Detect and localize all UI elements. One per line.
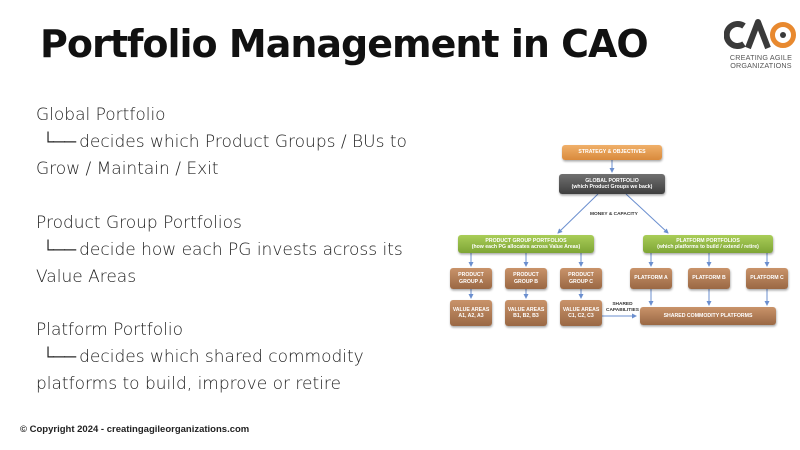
arrow-global-platform <box>625 193 669 234</box>
bullet-detail-text: decides which shared commodity <box>79 347 364 367</box>
box-label: PRODUCT <box>513 272 539 279</box>
logo-tagline-line: CREATING AGILE <box>729 53 793 62</box>
tree-connector: └── <box>42 240 76 260</box>
bullet-platform-portfolio: Platform Portfolio └──decides which shar… <box>36 317 364 398</box>
box-sublabel: C1, C2, C3 <box>568 313 594 319</box>
bullet-detail: └──decides which shared commodity <box>36 344 364 371</box>
platform-a-box: PLATFORM A <box>630 268 672 289</box>
cao-logo-mark-icon <box>724 19 796 50</box>
shared-capabilities-label: SHARED CAPABILITIES <box>606 302 639 313</box>
arrow-global-pg <box>557 193 599 234</box>
box-sublabel: A1, A2, A3 <box>458 313 484 319</box>
box-label: GROUP B <box>513 278 539 285</box>
product-group-b-box: PRODUCT GROUP B <box>505 268 547 289</box>
logo-tagline-line: ORGANIZATIONS <box>730 61 792 70</box>
box-sublabel: (which Product Groups we back) <box>571 184 653 190</box>
box-label: PLATFORM A <box>634 275 668 282</box>
box-label: PLATFORM B <box>692 275 726 282</box>
box-label: GROUP C <box>568 278 594 285</box>
global-portfolio-box: GLOBAL PORTFOLIO (which Product Groups w… <box>559 174 665 194</box>
product-group-portfolios-box: PRODUCT GROUP PORTFOLIOS (how each PG al… <box>458 235 594 253</box>
box-sublabel: B1, B2, B3 <box>513 313 539 319</box>
platform-portfolios-box: PLATFORM PORTFOLIOS (which platforms to … <box>643 235 773 253</box>
box-label: VALUE AREAS <box>452 306 490 313</box>
box-label: PRODUCT <box>458 272 484 279</box>
box-sublabel: (how each PG allocates across Value Area… <box>471 244 581 250</box>
box-label: VALUE AREAS <box>562 306 600 313</box>
value-areas-b-box: VALUE AREAS B1, B2, B3 <box>505 300 547 326</box>
value-areas-c-box: VALUE AREAS C1, C2, C3 <box>560 300 602 326</box>
bullet-detail: └──decide how each PG invests across its <box>36 237 403 264</box>
strategy-objectives-box: STRATEGY & OBJECTIVES <box>562 145 662 160</box>
bullet-global-portfolio: Global Portfolio └──decides which Produc… <box>36 102 407 183</box>
bullet-heading: Product Group Portfolios <box>36 213 242 233</box>
tree-connector: └── <box>42 132 76 152</box>
bullet-heading: Platform Portfolio <box>36 320 184 340</box>
bullet-detail-continued: Grow / Maintain / Exit <box>36 159 219 179</box>
bullet-detail-text: decides which Product Groups / BUs to <box>79 132 407 152</box>
box-label: PRODUCT <box>568 272 594 279</box>
bullet-product-group-portfolios: Product Group Portfolios └──decide how e… <box>36 210 403 291</box>
platform-c-box: PLATFORM C <box>746 268 788 289</box>
tree-connector: └── <box>42 347 76 367</box>
label-line: SHARED <box>612 302 633 307</box>
bullet-heading: Global Portfolio <box>36 105 166 125</box>
platform-b-box: PLATFORM B <box>688 268 730 289</box>
box-label: PLATFORM PORTFOLIOS <box>676 237 740 244</box>
box-label: GROUP A <box>459 278 483 285</box>
box-label: STRATEGY & OBJECTIVES <box>578 149 646 156</box>
box-label: PRODUCT GROUP PORTFOLIOS <box>485 237 567 244</box>
portfolio-diagram: STRATEGY & OBJECTIVES GLOBAL PORTFOLIO (… <box>440 140 790 340</box>
shared-commodity-platforms-box: SHARED COMMODITY PLATFORMS <box>640 307 776 325</box>
money-capacity-label: MONEY & CAPACITY <box>590 212 638 217</box>
bullet-detail: └──decides which Product Groups / BUs to <box>36 129 407 156</box>
bullet-detail-continued: platforms to build, improve or retire <box>36 374 341 394</box>
box-label: SHARED COMMODITY PLATFORMS <box>663 312 753 319</box>
logo-tagline: CREATING AGILE ORGANIZATIONS <box>724 54 798 70</box>
box-label: GLOBAL PORTFOLIO <box>585 177 639 184</box>
label-line: CAPABILITIES <box>606 307 639 313</box>
copyright-footer: © Copyright 2024 - creatingagileorganiza… <box>20 424 250 435</box>
bullet-detail-continued: Value Areas <box>36 267 137 287</box>
box-label: VALUE AREAS <box>507 306 545 313</box>
diagram-arrows <box>468 160 770 319</box>
cao-logo: CREATING AGILE ORGANIZATIONS <box>724 18 800 90</box>
page-title: Portfolio Management in CAO <box>40 22 649 66</box>
box-sublabel: (which platforms to build / extend / ret… <box>657 244 759 250</box>
box-label: PLATFORM C <box>750 275 784 282</box>
bullet-detail-text: decide how each PG invests across its <box>79 240 403 260</box>
product-group-a-box: PRODUCT GROUP A <box>450 268 492 289</box>
value-areas-a-box: VALUE AREAS A1, A2, A3 <box>450 300 492 326</box>
product-group-c-box: PRODUCT GROUP C <box>560 268 602 289</box>
